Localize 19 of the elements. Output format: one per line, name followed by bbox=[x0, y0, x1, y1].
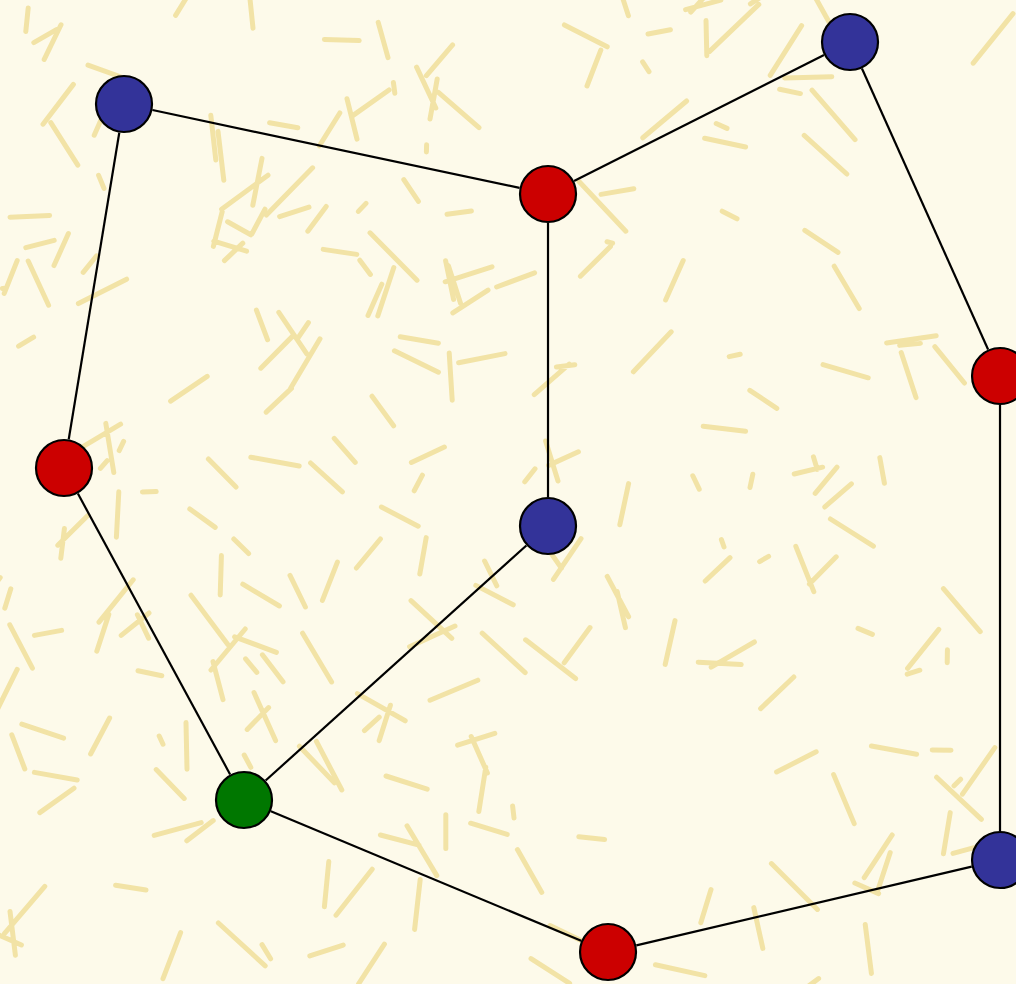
edge-line bbox=[76, 493, 232, 775]
vertex-circle bbox=[518, 164, 578, 224]
vertex-circle bbox=[820, 12, 880, 72]
vertex-circle bbox=[578, 922, 638, 982]
edge-line bbox=[998, 405, 1002, 831]
edge-line bbox=[270, 810, 582, 942]
edge-line bbox=[546, 223, 550, 497]
vertex-circle bbox=[518, 496, 578, 556]
vertex-circle bbox=[214, 770, 274, 830]
edge-line bbox=[573, 54, 825, 182]
edge-line bbox=[636, 865, 972, 947]
vertex-circle bbox=[970, 830, 1016, 890]
edge-line bbox=[152, 108, 520, 190]
edge-line bbox=[264, 544, 528, 782]
vertex-circle bbox=[94, 74, 154, 134]
edge-line bbox=[67, 132, 121, 440]
vertex-circle bbox=[34, 438, 94, 498]
edge-line bbox=[860, 68, 990, 350]
vertex-circle bbox=[970, 346, 1016, 406]
